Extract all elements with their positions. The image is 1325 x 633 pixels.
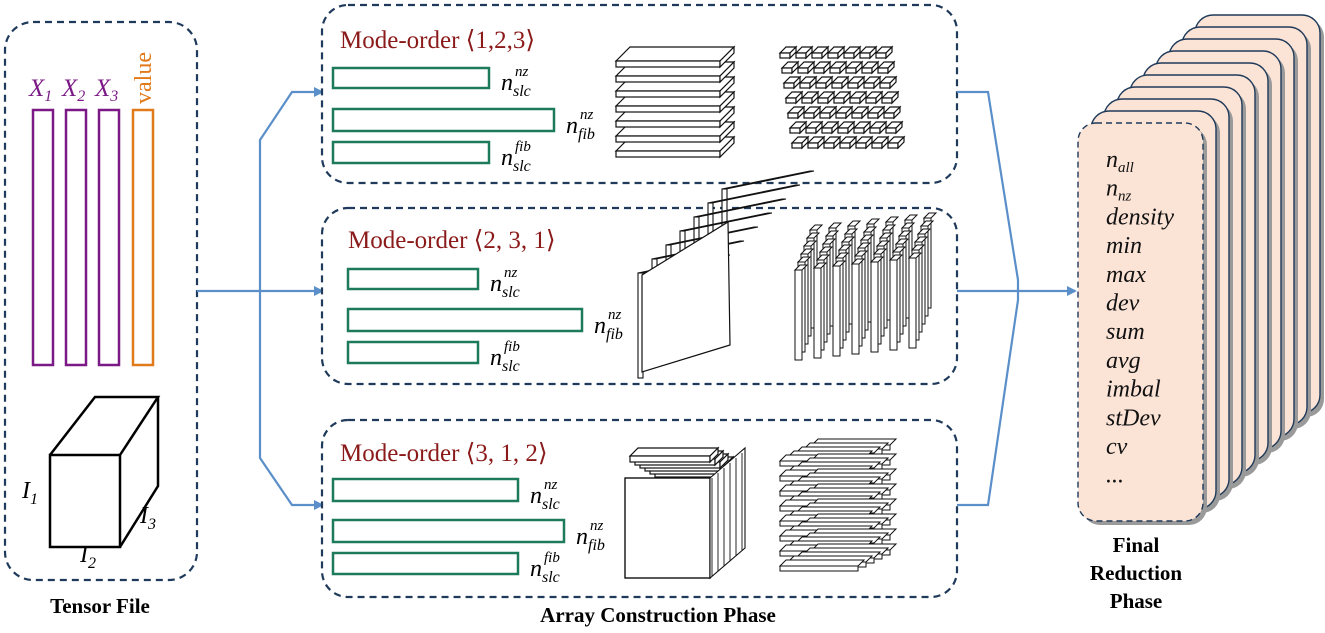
tensor-column-label-2: X2: [61, 75, 85, 105]
array-label-sup: nz: [544, 477, 558, 493]
stat-imbal: imbal: [1106, 377, 1161, 403]
tensor-column-1: [31, 108, 55, 367]
slices-illustration: [637, 170, 815, 379]
array-bar: [331, 66, 491, 90]
array-bar: [331, 477, 520, 503]
arrow-to-mode-1: [258, 87, 324, 291]
array-label: nfib: [594, 313, 623, 343]
array-label: nslc: [530, 483, 560, 513]
cube-label-i3: I3: [139, 503, 156, 533]
array-label: nslc: [501, 70, 531, 100]
stat-dev: dev: [1106, 291, 1140, 317]
array-label: nslc: [490, 345, 520, 375]
array-bar: [331, 107, 556, 133]
tensor-file-caption: Tensor File: [50, 594, 150, 618]
stat-avg: avg: [1106, 348, 1141, 374]
stat-cv: cv: [1106, 434, 1128, 460]
mode-illustrations: [637, 170, 938, 379]
array-construction-caption: Array Construction Phase: [540, 603, 776, 627]
array-label-sup: nz: [580, 107, 594, 123]
output-arrows: [957, 90, 1077, 507]
tensor-column-3: [97, 108, 121, 367]
array-label-sup: nz: [608, 307, 622, 323]
stat-max: max: [1106, 262, 1146, 288]
final-reduction-stack: [1077, 14, 1324, 525]
array-label: nslc: [490, 271, 520, 301]
final-caption-line-2: Reduction: [1090, 561, 1182, 585]
tensor-column-label-3: X3: [94, 75, 118, 105]
mode-illustrations: [624, 438, 898, 580]
array-label-sup: nz: [590, 518, 604, 534]
array-label: nfib: [576, 524, 605, 554]
input-arrows: [197, 87, 324, 510]
cube-label-i1: I1: [21, 478, 38, 508]
mode-order-title: Mode-order ⟨2, 3, 1⟩: [348, 227, 556, 254]
final-caption-line-3: Phase: [1110, 589, 1163, 613]
stat-density: density: [1106, 204, 1174, 230]
array-label: nslc: [530, 556, 560, 586]
tensor-column-4: [131, 108, 155, 367]
mode-illustrations: [614, 45, 906, 159]
tensor-columns: X1 X2 X3 value: [28, 52, 157, 367]
mode-order-title: Mode-order ⟨3, 1, 2⟩: [340, 440, 548, 467]
cube-label-i2: I2: [79, 542, 96, 572]
array-bar: [331, 140, 491, 165]
tensor-column-label-4: value: [131, 52, 157, 104]
array-label: nfib: [566, 113, 595, 143]
tensor-column-label-1: X1: [28, 75, 52, 105]
fibers-illustration: [778, 438, 898, 572]
stat-sum: sum: [1106, 319, 1145, 345]
array-bar: [331, 551, 520, 576]
stack-card: [1077, 122, 1204, 522]
arrow-to-mode-3: [258, 291, 324, 510]
stat-n-all: nall: [1106, 147, 1134, 176]
slices-illustration: [624, 446, 746, 580]
final-caption-line-1: Final: [1113, 533, 1160, 557]
array-bar: [346, 340, 480, 365]
array-bar: [346, 267, 480, 291]
array-bar: [346, 307, 584, 333]
fibers-illustration: [778, 45, 906, 150]
array-label-sup: fib: [515, 139, 531, 155]
tensor-cube-icon: [48, 395, 161, 549]
stat-more: ...: [1106, 463, 1124, 489]
array-label: nslc: [501, 145, 531, 175]
stat-min: min: [1106, 233, 1142, 259]
array-label-sup: nz: [504, 265, 518, 281]
array-label-sup: nz: [515, 64, 529, 80]
tensor-column-2: [64, 108, 88, 367]
arrow-from-mode-1: [957, 90, 1020, 291]
array-label-sup: fib: [544, 550, 560, 566]
array-construction-panels: Mode-order ⟨1,2,3⟩nznslcnznfibfibnslcMod…: [320, 3, 959, 599]
slices-illustration: [614, 45, 736, 159]
stat-n-nz: nnz: [1106, 176, 1132, 205]
tensor-file-panel: X1 X2 X3 value I1 I3 I2 Tensor File: [3, 20, 199, 618]
stat-stDev: stDev: [1106, 405, 1161, 431]
fibers-illustration: [793, 212, 938, 361]
arrow-from-mode-3: [957, 291, 1020, 507]
array-label-sup: fib: [504, 339, 520, 355]
array-bar: [331, 518, 566, 544]
mode-order-title: Mode-order ⟨1,2,3⟩: [340, 27, 535, 54]
